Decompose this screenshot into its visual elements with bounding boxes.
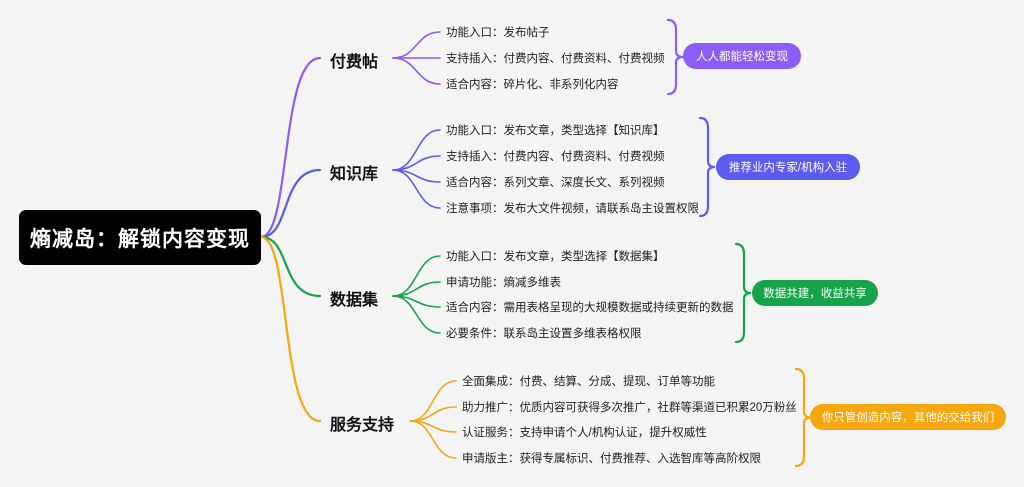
- summary-bracket: [666, 18, 684, 96]
- leaf-connector: [392, 295, 441, 334]
- root-connector: [259, 56, 322, 239]
- root-node: 熵减岛：解锁内容变现: [19, 210, 261, 265]
- branch-title-knowledge-base: 知识库: [330, 166, 379, 183]
- leaf-service-support-2: 助力推广：优质内容可获得多次推广，社群等渠道已积累20万粉丝: [462, 402, 797, 414]
- leaf-service-support-3: 认证服务：支持申请个人/机构认证，提升权威性: [462, 427, 707, 439]
- summary-bracket: [698, 116, 716, 218]
- leaf-service-support-4: 申请版主：获得专属标识、付费推荐、入选智库等高阶权限: [462, 453, 761, 465]
- summary-bracket: [794, 367, 812, 468]
- root-connector: [259, 168, 322, 239]
- leaf-connector: [392, 169, 441, 209]
- branch-title-dataset: 数据集: [330, 292, 379, 309]
- leaf-dataset-3: 适合内容：需用表格呈现的大规模数据或持续更新的数据: [446, 302, 734, 314]
- leaf-knowledge-base-1: 功能入口：发布文章，类型选择【知识库】: [446, 125, 665, 137]
- root-connector: [259, 235, 322, 423]
- summary-tag-paid-post: 人人都能轻松变现: [683, 43, 801, 69]
- leaf-paid-post-2: 支持插入：付费内容、付费资料、付费视频: [446, 53, 665, 65]
- summary-tag-knowledge-base: 推荐业内专家/机构入驻: [716, 154, 860, 180]
- summary-tag-dataset: 数据共建，收益共享: [752, 280, 878, 306]
- leaf-connector: [409, 420, 457, 459]
- leaf-knowledge-base-3: 适合内容：系列文章、深度长文、系列视频: [446, 177, 665, 189]
- leaf-knowledge-base-2: 支持插入：付费内容、付费资料、付费视频: [446, 151, 665, 163]
- leaf-paid-post-1: 功能入口：发布帖子: [446, 27, 550, 39]
- leaf-service-support-1: 全面集成：付费、结算、分成、提现、订单等功能: [462, 376, 715, 388]
- branch-title-service-support: 服务支持: [330, 417, 395, 434]
- leaf-connector: [392, 255, 441, 297]
- leaf-dataset-2: 申请功能：熵减多维表: [446, 277, 561, 289]
- summary-tag-service-support: 你只管创造内容，其他的交给我们: [810, 404, 1006, 430]
- leaf-paid-post-3: 适合内容：碎片化、非系列化内容: [446, 79, 619, 91]
- leaf-knowledge-base-4: 注意事项：发布大文件视频，请联系岛主设置权限: [446, 203, 699, 215]
- leaf-connector: [409, 380, 457, 422]
- leaf-connector: [392, 57, 441, 85]
- leaf-dataset-1: 功能入口：发布文章，类型选择【数据集】: [446, 251, 665, 263]
- branch-title-paid-post: 付费帖: [330, 54, 379, 71]
- root-connector: [259, 235, 322, 298]
- leaf-dataset-4: 必要条件：联系岛主设置多维表格权限: [446, 328, 642, 340]
- leaf-connector: [392, 129, 441, 171]
- leaf-connector: [392, 31, 441, 59]
- summary-bracket: [734, 242, 752, 344]
